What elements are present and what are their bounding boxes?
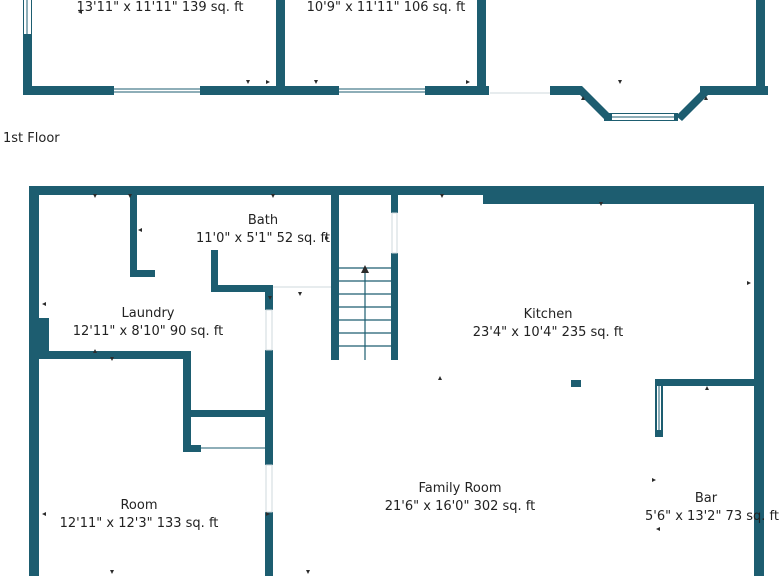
staircase: [339, 265, 391, 360]
upper-floor-windows: [24, 0, 674, 120]
family-room-dims: 21'6" x 16'0" 302 sq. ft: [384, 499, 536, 514]
floor-label: 1st Floor: [3, 131, 60, 146]
upper-room-1-dims: 13'11" x 11'11" 139 sq. ft: [76, 0, 244, 15]
bath-name: Bath: [247, 213, 279, 228]
bar-name: Bar: [694, 491, 718, 506]
fixture-marker: [571, 380, 581, 387]
upper-floor-walls: [23, 0, 768, 121]
room-name: Room: [120, 498, 158, 513]
laundry-name: Laundry: [121, 306, 175, 321]
bar-dims: 5'6" x 13'2" 73 sq. ft: [645, 509, 779, 524]
family-room-name: Family Room: [418, 481, 502, 496]
first-floor-openings: [201, 212, 661, 513]
kitchen-dims: 23'4" x 10'4" 235 sq. ft: [472, 325, 624, 340]
first-floor-walls: [29, 186, 764, 576]
upper-floor-markers: [78, 10, 708, 100]
bath-dims: 11'0" x 5'1" 52 sq. ft: [196, 231, 330, 246]
first-floor-markers: [42, 194, 751, 574]
laundry-dims: 12'11" x 8'10" 90 sq. ft: [72, 324, 224, 339]
kitchen-name: Kitchen: [523, 307, 573, 322]
room-dims: 12'11" x 12'3" 133 sq. ft: [59, 516, 219, 531]
upper-room-2-dims: 10'9" x 11'11" 106 sq. ft: [306, 0, 466, 15]
